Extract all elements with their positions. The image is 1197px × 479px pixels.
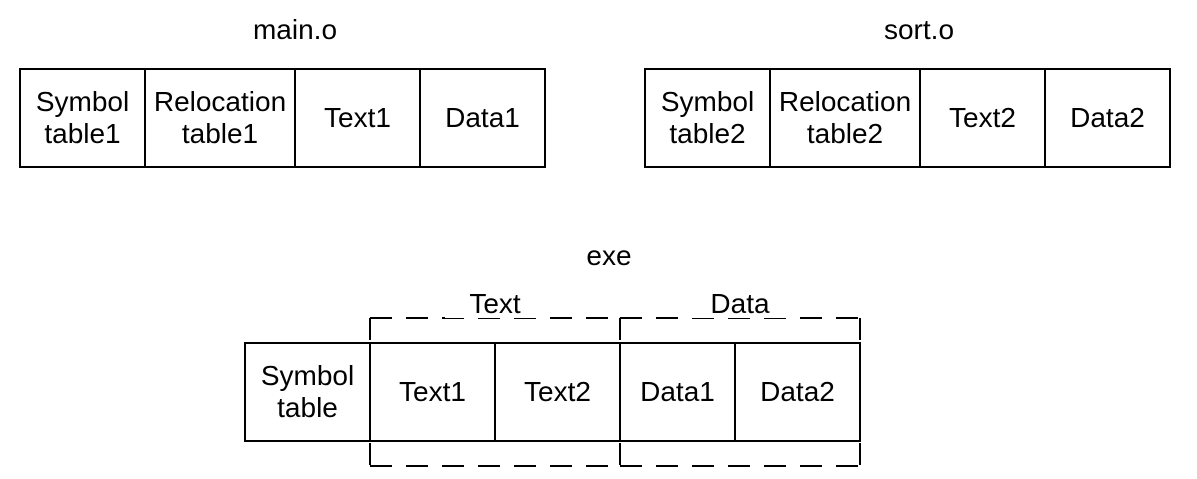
main-object-title: main.o	[252, 14, 338, 45]
exe-text2-cell: Text2	[494, 342, 621, 442]
exe-symbol-table-cell: Symbol table	[244, 342, 371, 442]
text-segment-outline	[369, 317, 620, 467]
data-segment-label: Data	[690, 290, 790, 318]
exe-data1-cell: Data1	[619, 342, 736, 442]
executable-title: exe	[586, 240, 632, 271]
main-object-block: Symbol table1 Relocation table1 Text1 Da…	[19, 68, 546, 168]
data-segment-outline	[619, 317, 861, 467]
sort-object-title: sort.o	[883, 14, 955, 45]
sort-object-block: Symbol table2 Relocation table2 Text2 Da…	[644, 68, 1171, 168]
exe-data2-cell: Data2	[734, 342, 861, 442]
main-symbol-table-cell: Symbol table1	[19, 68, 146, 168]
text-segment-label: Text	[445, 290, 545, 318]
sort-data-cell: Data2	[1044, 68, 1171, 168]
main-relocation-table-cell: Relocation table1	[144, 68, 296, 168]
main-text-cell: Text1	[294, 68, 421, 168]
exe-text1-cell: Text1	[369, 342, 496, 442]
sort-text-cell: Text2	[919, 68, 1046, 168]
sort-relocation-table-cell: Relocation table2	[769, 68, 921, 168]
executable-block: Symbol table Text1 Text2 Data1 Data2	[244, 342, 861, 442]
main-data-cell: Data1	[419, 68, 546, 168]
